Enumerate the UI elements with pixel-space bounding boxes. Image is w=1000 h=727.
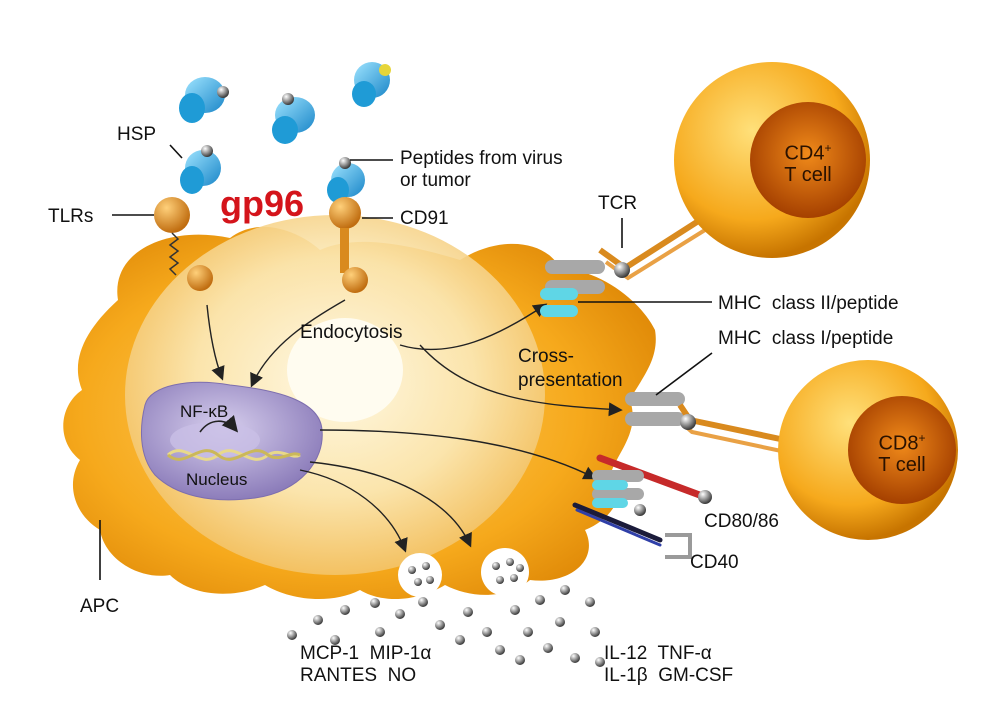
hsp-protein	[179, 77, 229, 123]
cross-presentation-arrow	[419, 344, 623, 417]
label-nucleus: Nucleus	[186, 470, 248, 489]
nucleus-to-chemokines-arrow	[299, 469, 408, 553]
label-apc: APC	[80, 596, 120, 617]
cd8-t-cell	[778, 360, 958, 540]
nucleus-to-costim-arrow	[319, 429, 598, 480]
hsp-gp96-bound-tlr	[180, 145, 221, 194]
cd40-complex	[572, 502, 692, 559]
label-presentation: presentation	[518, 370, 623, 391]
label-cd80-86: CD80/86	[704, 511, 779, 532]
cd80-86-complex	[592, 454, 712, 516]
cd8-superscript: +	[918, 431, 926, 445]
label-chemokines-line1: MCP-1 MIP-1α	[300, 643, 432, 664]
label-mhc-class-ii: MHC class II/peptide	[718, 293, 899, 314]
tcr-cd4	[598, 217, 707, 281]
cd8-t-cell-text: T cell	[878, 453, 926, 476]
tcr-cd8	[677, 403, 787, 454]
dna-helix-strand	[167, 449, 301, 461]
secretory-vesicle	[481, 548, 529, 596]
label-cross: Cross-	[518, 346, 574, 367]
cd4-t-cell	[674, 62, 870, 258]
label-cytokines-line2: IL-1β GM-CSF	[604, 665, 734, 686]
label-chemokines-line2: RANTES NO	[300, 665, 417, 686]
label-peptides-line1: Peptides from virus	[400, 148, 563, 169]
secretory-vesicle	[398, 553, 442, 597]
cd4-name: CD4	[784, 142, 825, 165]
hsp-gp96-bound-cd91	[327, 157, 365, 203]
hsp-protein	[272, 93, 315, 144]
label-hsp: HSP	[117, 124, 157, 145]
mhc-class-ii-complex	[540, 260, 605, 317]
cd8-t-cell-label: CD8+ T cell	[847, 428, 957, 476]
cd8-name: CD8	[878, 432, 919, 455]
label-nfkb: NF-κB	[180, 402, 229, 421]
label-tcr: TCR	[598, 193, 638, 214]
label-tlrs: TLRs	[48, 206, 94, 227]
endosome	[287, 318, 403, 422]
leader-lines	[99, 144, 713, 580]
hsp-protein	[352, 62, 391, 107]
label-endocytosis: Endocytosis	[300, 322, 403, 343]
cd4-superscript: +	[824, 141, 832, 155]
label-gp96: gp96	[220, 183, 305, 224]
nfkb-curved-arrow	[199, 415, 239, 433]
endocytosis-to-nucleus-arrow	[250, 299, 346, 388]
cd4-t-cell-label: CD4+ T cell	[753, 138, 863, 186]
cytokine-particles	[287, 585, 605, 667]
tlr-receptor	[154, 197, 213, 291]
cd4-t-cell-text: T cell	[784, 163, 832, 186]
label-mhc-class-i: MHC class I/peptide	[718, 328, 894, 349]
label-peptides-line2: or tumor	[400, 170, 471, 191]
label-cd40: CD40	[690, 552, 739, 573]
mhc-class-i-complex	[625, 392, 685, 426]
tlr-to-nfkb-arrow	[206, 304, 225, 381]
label-cd91: CD91	[400, 208, 449, 229]
endocytosis-to-mhc2-arrow	[399, 303, 548, 351]
label-cytokines-line1: IL-12 TNF-α	[604, 643, 712, 664]
cd91-receptor	[329, 197, 368, 293]
nucleus-to-cytokines-arrow	[309, 461, 472, 548]
